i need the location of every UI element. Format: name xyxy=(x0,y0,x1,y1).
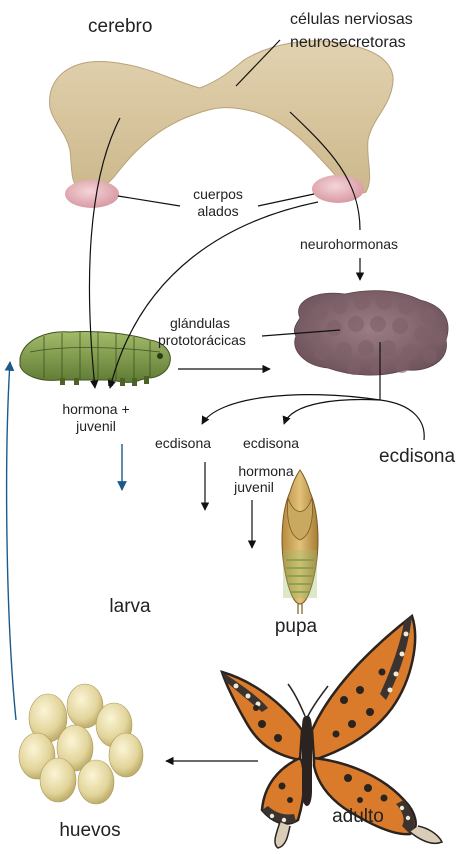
label-ecdisona-2: ecdisona xyxy=(243,435,299,451)
label-celulas-1: células nerviosas xyxy=(290,11,413,28)
label-adulto: adulto xyxy=(332,806,384,827)
label-larva: larva xyxy=(109,596,151,617)
prothoracic-gland-illustration xyxy=(294,291,448,375)
label-ecdisona-3: ecdisona xyxy=(379,446,455,467)
brain-illustration xyxy=(50,41,393,208)
label-huevos: huevos xyxy=(59,820,120,841)
pupa-illustration xyxy=(282,470,318,614)
label-celulas-2: neurosecretoras xyxy=(290,34,406,51)
eggs-illustration xyxy=(19,684,143,804)
line-to-ecdisona-3 xyxy=(380,400,424,440)
label-hormona-juvenil-mid-1: hormona xyxy=(238,463,293,479)
arrow-eggs-to-larva xyxy=(7,362,16,720)
larva-illustration xyxy=(20,331,170,386)
label-ecdisona-1: ecdisona xyxy=(155,435,211,451)
label-cerebro: cerebro xyxy=(88,16,152,37)
label-glandulas-2: prototorácicas xyxy=(158,332,246,348)
label-glandulas-1: glándulas xyxy=(170,315,230,331)
label-hormona-juvenil-left-1: hormona + xyxy=(62,401,129,417)
arrow-to-ecdisona-2 xyxy=(284,400,380,424)
label-cuerpos-2: alados xyxy=(197,203,238,219)
label-cuerpos-1: cuerpos xyxy=(193,186,243,202)
label-neurohormonas: neurohormonas xyxy=(300,236,398,252)
wing-body-right xyxy=(312,175,364,203)
wing-body-left xyxy=(65,180,119,208)
label-hormona-juvenil-mid-2: juvenil xyxy=(233,479,274,495)
leader-cuerpos-left xyxy=(118,196,180,206)
label-hormona-juvenil-left-2: juvenil xyxy=(75,418,116,434)
label-pupa: pupa xyxy=(275,616,318,637)
arrow-to-ecdisona-1 xyxy=(202,395,380,424)
